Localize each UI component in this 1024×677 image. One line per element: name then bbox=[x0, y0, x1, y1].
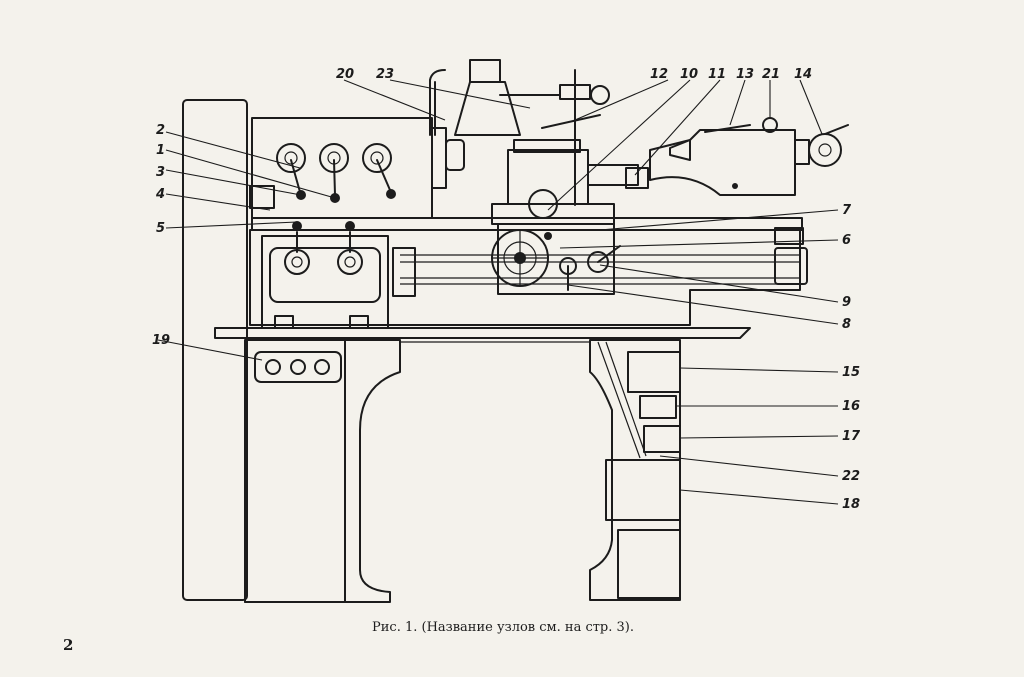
leader-lines bbox=[157, 79, 839, 505]
callout-14: 14 bbox=[794, 67, 812, 82]
work-lamp bbox=[429, 59, 561, 136]
callout-15: 15 bbox=[842, 365, 860, 380]
callout-3: 3 bbox=[156, 165, 165, 180]
left-pedestal bbox=[182, 99, 401, 603]
callout-labels: 1 2 3 4 5 6 7 8 9 10 11 12 13 14 15 16 1… bbox=[152, 67, 861, 512]
headstock bbox=[249, 117, 465, 219]
callout-9: 9 bbox=[842, 295, 851, 310]
page-number: 2 bbox=[63, 636, 74, 654]
figure-caption: Рис. 1. (Название узлов см. на стр. 3). bbox=[372, 620, 634, 635]
callout-8: 8 bbox=[842, 317, 851, 332]
feed-gearbox bbox=[261, 221, 416, 329]
chip-tray bbox=[214, 327, 751, 343]
callout-2: 2 bbox=[156, 123, 165, 138]
callout-18: 18 bbox=[842, 497, 860, 512]
callout-6: 6 bbox=[842, 233, 851, 248]
callout-10: 10 bbox=[680, 67, 698, 82]
callout-12: 12 bbox=[650, 67, 668, 82]
control-panel bbox=[254, 351, 342, 383]
callout-19: 19 bbox=[152, 333, 170, 348]
callout-13: 13 bbox=[736, 67, 754, 82]
callout-5: 5 bbox=[156, 221, 165, 236]
callout-11: 11 bbox=[708, 67, 726, 82]
callout-1: 1 bbox=[156, 143, 165, 158]
callout-7: 7 bbox=[842, 203, 852, 218]
callout-21: 21 bbox=[762, 67, 780, 82]
tailstock bbox=[649, 117, 849, 196]
tool-rest bbox=[507, 69, 649, 219]
callout-22: 22 bbox=[842, 469, 860, 484]
callout-17: 17 bbox=[842, 429, 861, 444]
callout-23: 23 bbox=[376, 67, 394, 82]
right-pedestal bbox=[589, 339, 681, 601]
callout-16: 16 bbox=[842, 399, 860, 414]
headstock-levers bbox=[290, 159, 396, 203]
callout-20: 20 bbox=[336, 67, 354, 82]
callout-4: 4 bbox=[155, 187, 165, 202]
